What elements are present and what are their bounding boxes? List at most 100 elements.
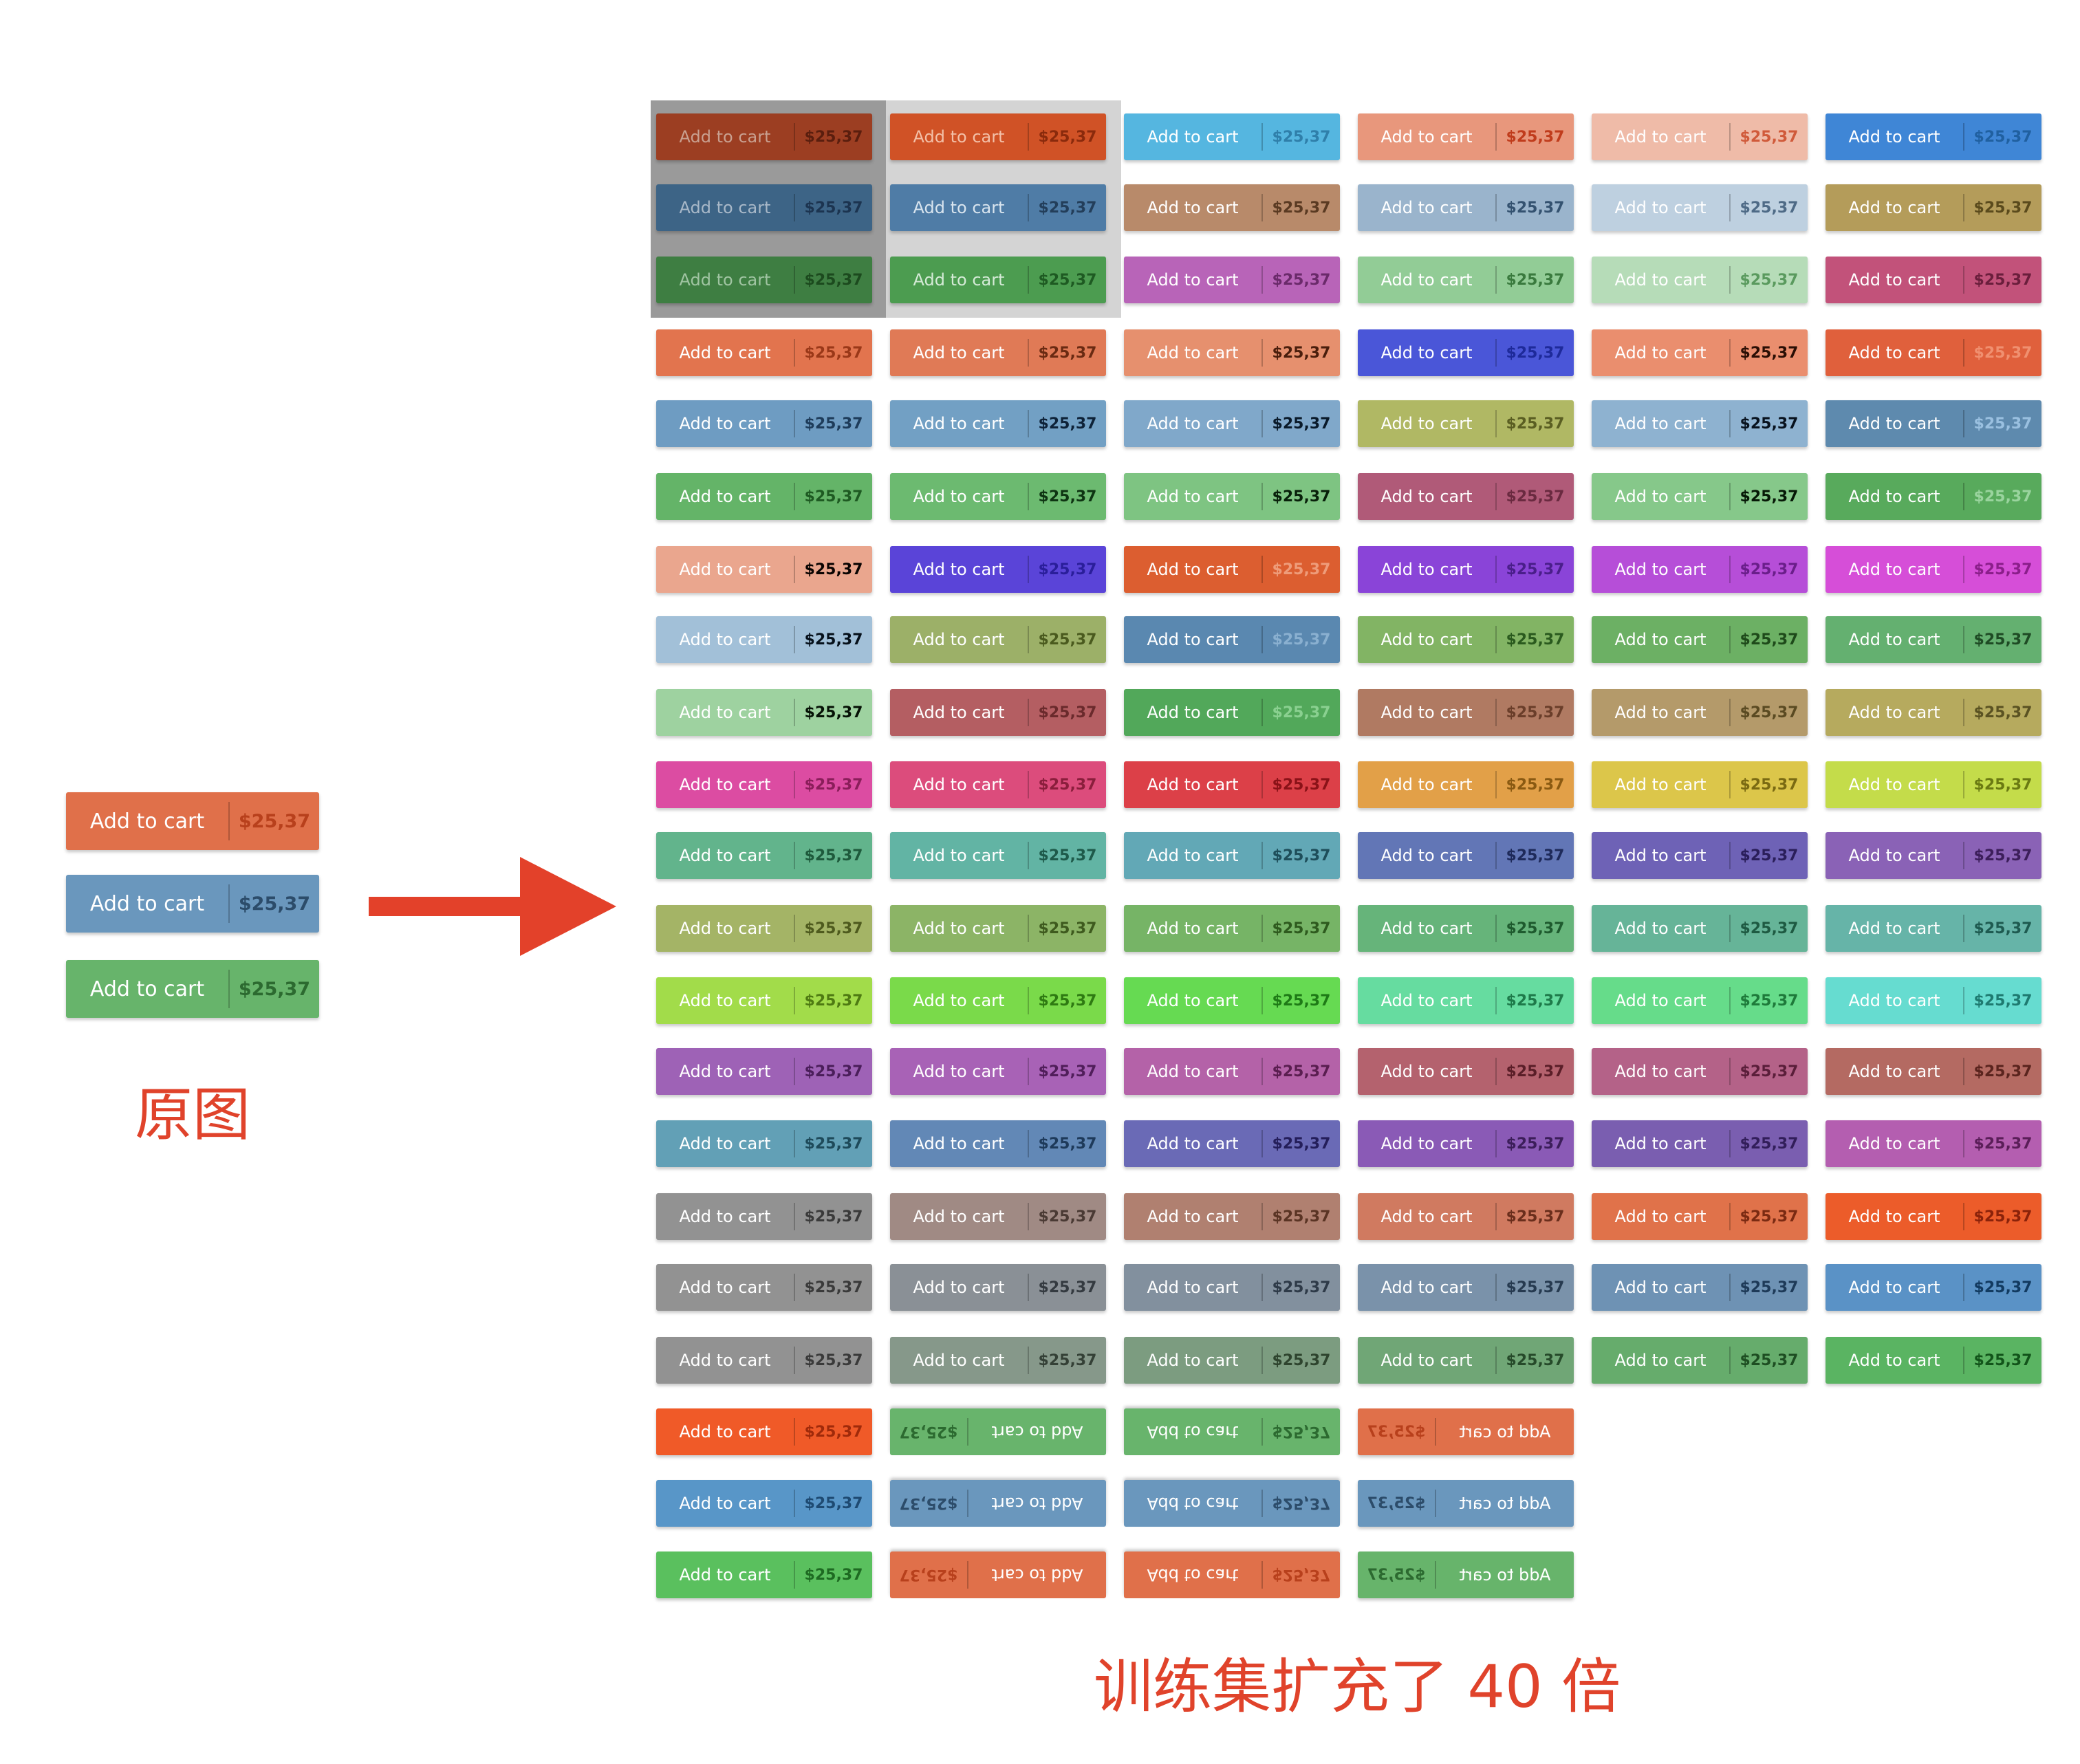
add-to-cart-button[interactable]: Add to cart$25,37	[656, 977, 872, 1024]
add-to-cart-button[interactable]: Add to cart$25,37	[66, 875, 319, 933]
add-to-cart-button[interactable]: Add to cart$25,37	[890, 832, 1106, 879]
add-to-cart-button[interactable]: Add to cart$25,37	[1358, 257, 1574, 303]
add-to-cart-button[interactable]: Add to cart$25,37	[1124, 1337, 1340, 1384]
add-to-cart-button[interactable]: Add to cart$25,37	[1358, 905, 1574, 952]
add-to-cart-button[interactable]: Add to cart$25,37	[656, 1120, 872, 1167]
add-to-cart-button[interactable]: Add to cart$25,37	[1826, 832, 2041, 879]
add-to-cart-button[interactable]: Add to cart$25,37	[656, 1264, 872, 1311]
add-to-cart-button[interactable]: Add to cart$25,37	[1826, 473, 2041, 520]
add-to-cart-button[interactable]: Add to cart$25,37	[890, 1480, 1106, 1527]
add-to-cart-button[interactable]: Add to cart$25,37	[1124, 473, 1340, 520]
add-to-cart-button[interactable]: Add to cart$25,37	[656, 616, 872, 663]
add-to-cart-button[interactable]: Add to cart$25,37	[1124, 832, 1340, 879]
add-to-cart-button[interactable]: Add to cart$25,37	[890, 400, 1106, 447]
add-to-cart-button[interactable]: Add to cart$25,37	[1592, 1193, 1808, 1240]
add-to-cart-button[interactable]: Add to cart$25,37	[890, 546, 1106, 593]
add-to-cart-button[interactable]: Add to cart$25,37	[1124, 329, 1340, 376]
add-to-cart-button[interactable]: Add to cart$25,37	[1592, 329, 1808, 376]
add-to-cart-button[interactable]: Add to cart$25,37	[656, 113, 872, 160]
add-to-cart-button[interactable]: Add to cart$25,37	[1826, 689, 2041, 736]
add-to-cart-button[interactable]: Add to cart$25,37	[656, 1480, 872, 1527]
add-to-cart-button[interactable]: Add to cart$25,37	[1592, 184, 1808, 231]
add-to-cart-button[interactable]: Add to cart$25,37	[890, 1120, 1106, 1167]
add-to-cart-button[interactable]: Add to cart$25,37	[656, 689, 872, 736]
add-to-cart-button[interactable]: Add to cart$25,37	[1592, 1048, 1808, 1095]
add-to-cart-button[interactable]: Add to cart$25,37	[1358, 473, 1574, 520]
add-to-cart-button[interactable]: Add to cart$25,37	[890, 473, 1106, 520]
add-to-cart-button[interactable]: Add to cart$25,37	[656, 905, 872, 952]
add-to-cart-button[interactable]: Add to cart$25,37	[890, 1337, 1106, 1384]
add-to-cart-button[interactable]: Add to cart$25,37	[1358, 1408, 1574, 1455]
add-to-cart-button[interactable]: Add to cart$25,37	[1592, 761, 1808, 808]
add-to-cart-button[interactable]: Add to cart$25,37	[656, 546, 872, 593]
add-to-cart-button[interactable]: Add to cart$25,37	[656, 1337, 872, 1384]
add-to-cart-button[interactable]: Add to cart$25,37	[1826, 905, 2041, 952]
add-to-cart-button[interactable]: Add to cart$25,37	[1826, 977, 2041, 1024]
add-to-cart-button[interactable]: Add to cart$25,37	[890, 689, 1106, 736]
add-to-cart-button[interactable]: Add to cart$25,37	[890, 113, 1106, 160]
add-to-cart-button[interactable]: Add to cart$25,37	[1826, 546, 2041, 593]
add-to-cart-button[interactable]: Add to cart$25,37	[1592, 1264, 1808, 1311]
add-to-cart-button[interactable]: Add to cart$25,37	[656, 832, 872, 879]
add-to-cart-button[interactable]: Add to cart$25,37	[890, 1551, 1106, 1598]
add-to-cart-button[interactable]: Add to cart$25,37	[66, 960, 319, 1018]
add-to-cart-button[interactable]: Add to cart$25,37	[656, 257, 872, 303]
add-to-cart-button[interactable]: Add to cart$25,37	[1826, 1193, 2041, 1240]
add-to-cart-button[interactable]: Add to cart$25,37	[1124, 616, 1340, 663]
add-to-cart-button[interactable]: Add to cart$25,37	[1124, 546, 1340, 593]
add-to-cart-button[interactable]: Add to cart$25,37	[1826, 1048, 2041, 1095]
add-to-cart-button[interactable]: Add to cart$25,37	[1124, 1120, 1340, 1167]
add-to-cart-button[interactable]: Add to cart$25,37	[1358, 400, 1574, 447]
add-to-cart-button[interactable]: Add to cart$25,37	[656, 184, 872, 231]
add-to-cart-button[interactable]: Add to cart$25,37	[1124, 1048, 1340, 1095]
add-to-cart-button[interactable]: Add to cart$25,37	[1358, 1193, 1574, 1240]
add-to-cart-button[interactable]: Add to cart$25,37	[1124, 1551, 1340, 1598]
add-to-cart-button[interactable]: Add to cart$25,37	[1592, 1120, 1808, 1167]
add-to-cart-button[interactable]: Add to cart$25,37	[1592, 113, 1808, 160]
add-to-cart-button[interactable]: Add to cart$25,37	[890, 977, 1106, 1024]
add-to-cart-button[interactable]: Add to cart$25,37	[1358, 329, 1574, 376]
add-to-cart-button[interactable]: Add to cart$25,37	[1358, 1120, 1574, 1167]
add-to-cart-button[interactable]: Add to cart$25,37	[1124, 977, 1340, 1024]
add-to-cart-button[interactable]: Add to cart$25,37	[656, 329, 872, 376]
add-to-cart-button[interactable]: Add to cart$25,37	[1124, 1264, 1340, 1311]
add-to-cart-button[interactable]: Add to cart$25,37	[890, 761, 1106, 808]
add-to-cart-button[interactable]: Add to cart$25,37	[1124, 257, 1340, 303]
add-to-cart-button[interactable]: Add to cart$25,37	[1826, 616, 2041, 663]
add-to-cart-button[interactable]: Add to cart$25,37	[656, 761, 872, 808]
add-to-cart-button[interactable]: Add to cart$25,37	[1592, 257, 1808, 303]
add-to-cart-button[interactable]: Add to cart$25,37	[1826, 184, 2041, 231]
add-to-cart-button[interactable]: Add to cart$25,37	[890, 329, 1106, 376]
add-to-cart-button[interactable]: Add to cart$25,37	[656, 400, 872, 447]
add-to-cart-button[interactable]: Add to cart$25,37	[656, 1048, 872, 1095]
add-to-cart-button[interactable]: Add to cart$25,37	[1358, 546, 1574, 593]
add-to-cart-button[interactable]: Add to cart$25,37	[1592, 546, 1808, 593]
add-to-cart-button[interactable]: Add to cart$25,37	[1826, 113, 2041, 160]
add-to-cart-button[interactable]: Add to cart$25,37	[1124, 761, 1340, 808]
add-to-cart-button[interactable]: Add to cart$25,37	[1826, 1120, 2041, 1167]
add-to-cart-button[interactable]: Add to cart$25,37	[1592, 905, 1808, 952]
add-to-cart-button[interactable]: Add to cart$25,37	[890, 184, 1106, 231]
add-to-cart-button[interactable]: Add to cart$25,37	[1124, 113, 1340, 160]
add-to-cart-button[interactable]: Add to cart$25,37	[1358, 1480, 1574, 1527]
add-to-cart-button[interactable]: Add to cart$25,37	[1358, 1264, 1574, 1311]
add-to-cart-button[interactable]: Add to cart$25,37	[1592, 832, 1808, 879]
add-to-cart-button[interactable]: Add to cart$25,37	[1826, 761, 2041, 808]
add-to-cart-button[interactable]: Add to cart$25,37	[1592, 977, 1808, 1024]
add-to-cart-button[interactable]: Add to cart$25,37	[1592, 1337, 1808, 1384]
add-to-cart-button[interactable]: Add to cart$25,37	[890, 1193, 1106, 1240]
add-to-cart-button[interactable]: Add to cart$25,37	[1358, 1337, 1574, 1384]
add-to-cart-button[interactable]: Add to cart$25,37	[890, 1408, 1106, 1455]
add-to-cart-button[interactable]: Add to cart$25,37	[1826, 400, 2041, 447]
add-to-cart-button[interactable]: Add to cart$25,37	[1124, 1408, 1340, 1455]
add-to-cart-button[interactable]: Add to cart$25,37	[890, 905, 1106, 952]
add-to-cart-button[interactable]: Add to cart$25,37	[1826, 1264, 2041, 1311]
add-to-cart-button[interactable]: Add to cart$25,37	[1124, 905, 1340, 952]
add-to-cart-button[interactable]: Add to cart$25,37	[1358, 761, 1574, 808]
add-to-cart-button[interactable]: Add to cart$25,37	[1124, 1480, 1340, 1527]
add-to-cart-button[interactable]: Add to cart$25,37	[1358, 616, 1574, 663]
add-to-cart-button[interactable]: Add to cart$25,37	[1124, 1193, 1340, 1240]
add-to-cart-button[interactable]: Add to cart$25,37	[1124, 689, 1340, 736]
add-to-cart-button[interactable]: Add to cart$25,37	[1358, 1551, 1574, 1598]
add-to-cart-button[interactable]: Add to cart$25,37	[1358, 977, 1574, 1024]
